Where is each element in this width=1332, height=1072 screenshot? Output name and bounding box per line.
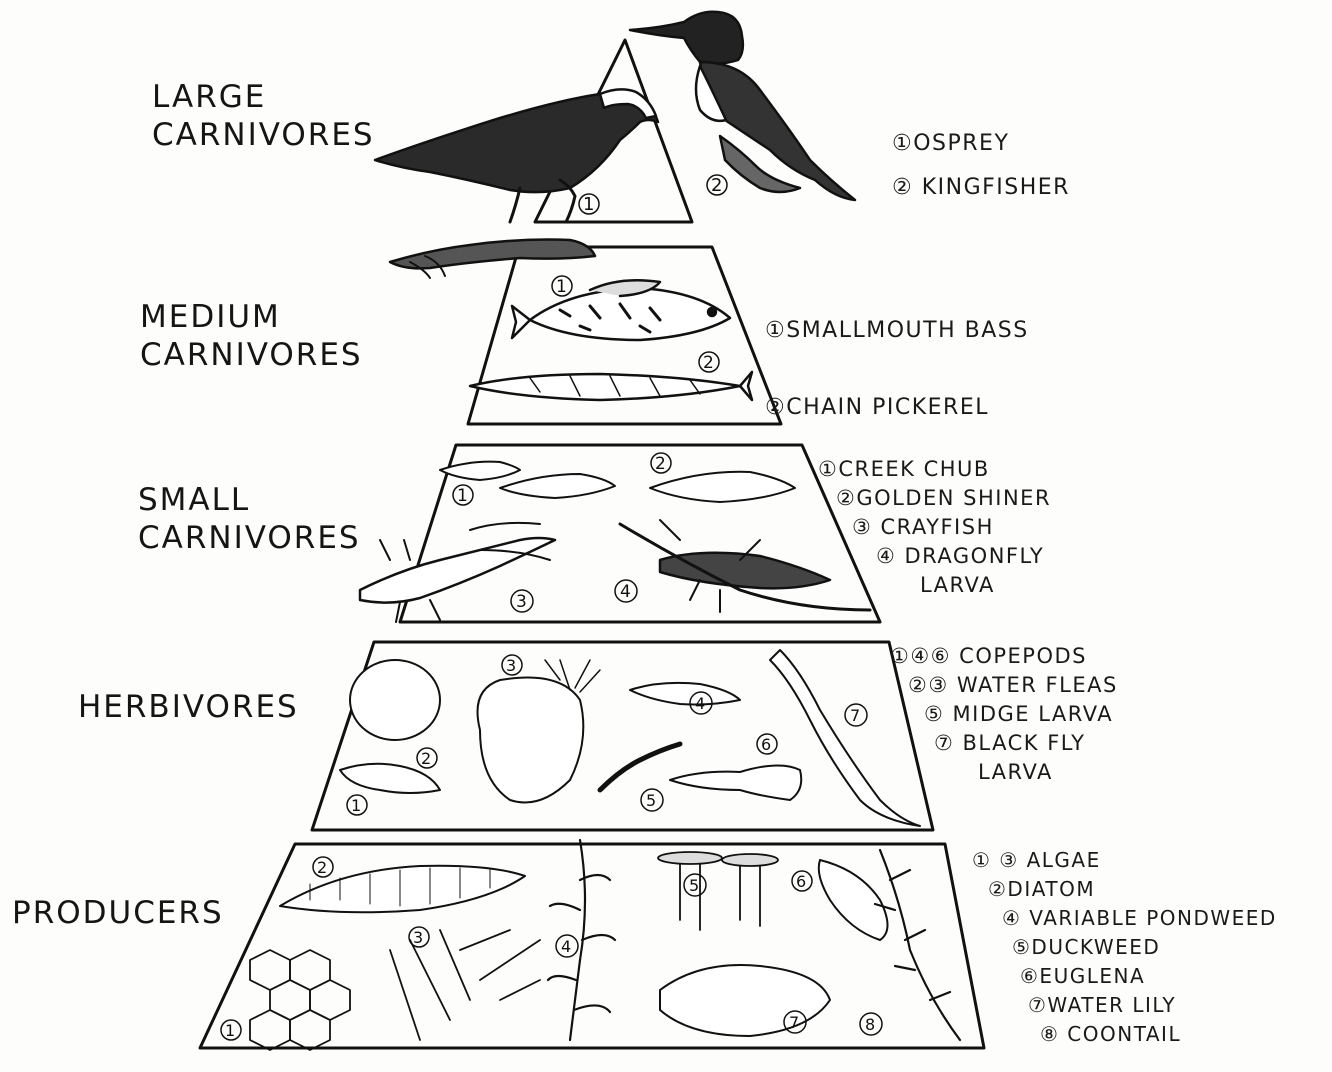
marker-herb-7: 7 — [850, 706, 860, 725]
legend-herbivores: ①④⑥ COPEPODS ②③ WATER FLEAS ⑤ MIDGE LARV… — [890, 642, 1118, 787]
kingfisher-illustration — [630, 12, 855, 200]
copepod-1-illustration — [350, 660, 440, 740]
marker-medium-2: 2 — [703, 353, 714, 373]
legend-algae: ① ③ ALGAE — [972, 846, 1277, 875]
legend-golden-shiner: ②GOLDEN SHINER — [836, 484, 1051, 513]
copepod-4-illustration — [630, 683, 740, 705]
marker-herb-3: 3 — [506, 656, 516, 675]
label-medium-carnivores-line-2: CARNIVORES — [140, 336, 363, 374]
marker-herb-4: 4 — [695, 694, 705, 713]
legend-dragonfly: ④ DRAGONFLY — [876, 542, 1051, 571]
label-producers: PRODUCERS — [12, 894, 224, 932]
marker-small-1: 1 — [457, 486, 468, 506]
marker-prod-7: 7 — [789, 1013, 799, 1032]
marker-prod-5: 5 — [689, 876, 699, 895]
marker-large-1: 1 — [583, 194, 594, 215]
legend-water-fleas: ②③ WATER FLEAS — [908, 671, 1118, 700]
marker-prod-3: 3 — [413, 928, 423, 947]
legend-crayfish: ③ CRAYFISH — [852, 513, 1051, 542]
label-herbivores: HERBIVORES — [78, 688, 299, 726]
marker-small-3: 3 — [516, 592, 527, 612]
marker-prod-8: 8 — [865, 1015, 875, 1034]
legend-kingfisher: ② KINGFISHER — [892, 166, 1070, 210]
marker-prod-2: 2 — [317, 858, 327, 877]
legend-diatom: ②DIATOM — [988, 875, 1277, 904]
legend-large-carnivores: ①OSPREY ② KINGFISHER — [892, 122, 1070, 210]
marker-herb-5: 5 — [646, 791, 656, 810]
legend-copepods: ①④⑥ COPEPODS — [890, 642, 1118, 671]
label-medium-carnivores-line-1: MEDIUM — [140, 298, 363, 336]
coontail-illustration — [875, 850, 960, 1040]
water-lily-illustration — [660, 965, 830, 1036]
legend-osprey: ①OSPREY — [892, 122, 1070, 166]
marker-herb-2: 2 — [421, 749, 431, 768]
marker-prod-6: 6 — [796, 872, 806, 891]
legend-coontail: ⑧ COONTAIL — [1040, 1020, 1277, 1049]
legend-smallmouth-bass: ①SMALLMOUTH BASS — [765, 292, 1029, 369]
smallmouth-bass-illustration — [512, 280, 730, 340]
label-medium-carnivores: MEDIUM CARNIVORES — [140, 298, 363, 374]
euglena-illustration — [819, 860, 888, 940]
legend-duckweed: ⑤DUCKWEED — [1012, 933, 1277, 962]
label-large-carnivores-line-1: LARGE — [152, 78, 375, 116]
legend-producers: ① ③ ALGAE ②DIATOM ④ VARIABLE PONDWEED ⑤D… — [972, 846, 1277, 1049]
golden-shiner-illustration — [650, 472, 795, 502]
producer-illustrations — [250, 840, 960, 1050]
legend-small-carnivores: ①CREEK CHUB ②GOLDEN SHINER ③ CRAYFISH ④ … — [818, 455, 1051, 600]
label-herbivores-line-1: HERBIVORES — [78, 688, 299, 726]
legend-water-lily: ⑦WATER LILY — [1028, 991, 1277, 1020]
label-large-carnivores-line-2: CARNIVORES — [152, 116, 375, 154]
marker-herb-6: 6 — [761, 735, 771, 754]
label-large-carnivores: LARGE CARNIVORES — [152, 78, 375, 154]
legend-dragonfly-larva: LARVA — [920, 571, 1051, 600]
legend-midge-larva: ⑤ MIDGE LARVA — [924, 700, 1118, 729]
algae-net-illustration — [250, 950, 350, 1050]
legend-chain-pickerel: ②CHAIN PICKEREL — [765, 369, 1029, 446]
legend-black-fly: ⑦ BLACK FLY — [934, 729, 1118, 758]
legend-medium-carnivores: ①SMALLMOUTH BASS ②CHAIN PICKEREL — [765, 292, 1029, 446]
label-producers-line-1: PRODUCERS — [12, 894, 224, 932]
legend-variable-pondweed: ④ VARIABLE PONDWEED — [1002, 904, 1277, 933]
duckweed-illustration — [658, 852, 778, 930]
legend-black-fly-larva: LARVA — [978, 758, 1118, 787]
marker-prod-1: 1 — [225, 1021, 235, 1040]
chain-pickerel-illustration — [470, 372, 752, 400]
midge-larva-illustration — [600, 744, 680, 790]
label-small-carnivores-line-2: CARNIVORES — [138, 519, 361, 557]
marker-prod-4: 4 — [561, 937, 571, 956]
osprey-illustration — [375, 89, 658, 278]
legend-euglena: ⑥EUGLENA — [1020, 962, 1277, 991]
water-flea-illustration — [478, 678, 584, 803]
marker-herb-1: 1 — [351, 796, 361, 815]
label-small-carnivores: SMALL CARNIVORES — [138, 481, 361, 557]
herbivore-illustrations — [340, 650, 920, 826]
label-small-carnivores-line-1: SMALL — [138, 481, 361, 519]
marker-large-2: 2 — [711, 175, 722, 196]
legend-creek-chub: ①CREEK CHUB — [818, 455, 1051, 484]
marker-medium-1: 1 — [556, 277, 567, 297]
copepod-6-illustration — [670, 765, 801, 800]
marker-small-2: 2 — [655, 454, 666, 474]
marker-small-4: 4 — [620, 582, 631, 602]
